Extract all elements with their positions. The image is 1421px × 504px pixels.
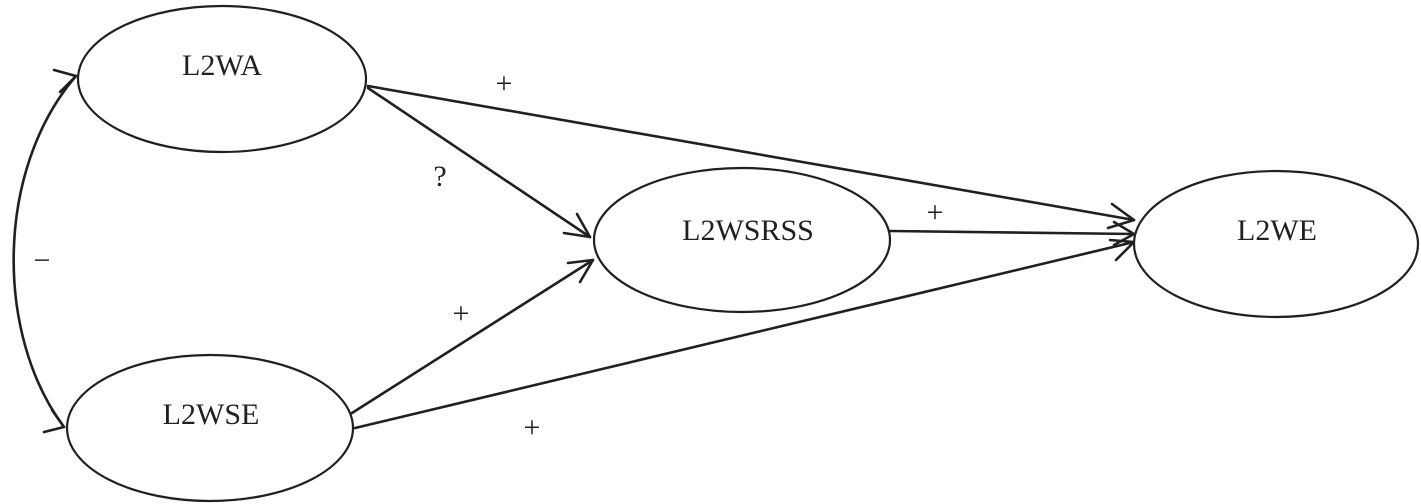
edge-l2wa-to-l2wsrss-arrowhead bbox=[562, 212, 592, 239]
sign-l2wsrss-to-l2we: + bbox=[927, 196, 944, 229]
edge-l2wa-l2wse-covariance bbox=[12, 74, 78, 429]
node-l2wsrss: L2WSRSS bbox=[592, 166, 892, 314]
edge-l2wsrss-to-l2we bbox=[888, 229, 1136, 236]
edge-l2wse-to-l2we bbox=[353, 240, 1136, 430]
sign-l2wa-to-l2we: + bbox=[496, 67, 513, 100]
covariance-arrowhead-top bbox=[52, 68, 78, 94]
edge-l2wa-to-l2we bbox=[366, 84, 1136, 222]
node-l2we: L2WE bbox=[1132, 169, 1420, 319]
sign-l2wa-to-l2wsrss: ? bbox=[433, 160, 446, 193]
node-l2wa: L2WA bbox=[76, 4, 368, 154]
edge-l2wa-to-l2we-arrowhead bbox=[1106, 202, 1136, 230]
edge-l2wse-to-l2wsrss-arrowhead bbox=[566, 258, 595, 284]
node-l2wse: L2WSE bbox=[65, 353, 355, 503]
covariance-arrowhead-bottom bbox=[42, 408, 66, 434]
node-l2wse-label: L2WSE bbox=[163, 398, 260, 431]
node-l2wsrss-label: L2WSRSS bbox=[682, 214, 814, 247]
edge-l2wse-to-l2we-arrowhead bbox=[1108, 238, 1136, 262]
node-l2we-label: L2WE bbox=[1237, 214, 1317, 247]
sign-l2wse-to-l2we: + bbox=[524, 411, 541, 444]
sign-l2wse-to-l2wsrss: + bbox=[453, 297, 470, 330]
node-l2wa-label: L2WA bbox=[182, 49, 262, 82]
sign-l2wa-l2wse-covariance: − bbox=[34, 244, 51, 277]
edge-l2wse-to-l2wsrss bbox=[350, 258, 595, 415]
edge-l2wa-to-l2wsrss bbox=[366, 86, 592, 239]
